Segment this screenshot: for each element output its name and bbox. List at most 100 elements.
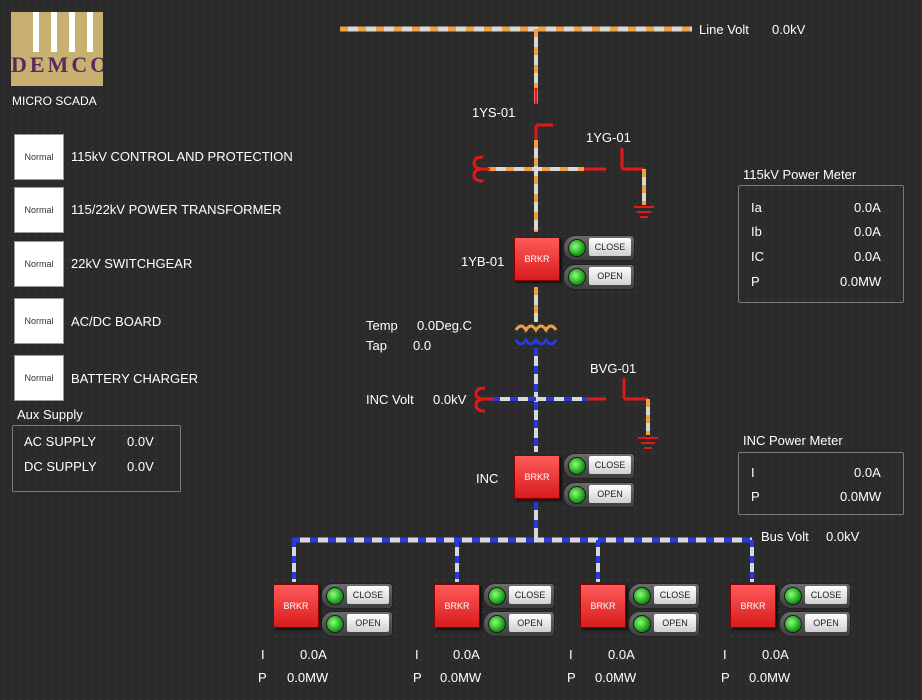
open-button[interactable]: OPEN bbox=[628, 611, 700, 637]
feeder-3-i-label: I bbox=[569, 647, 573, 662]
inc-volt-label: INC Volt bbox=[366, 392, 414, 407]
tap-label: Tap bbox=[366, 338, 387, 353]
switch-label-1ys-01: 1YS-01 bbox=[472, 105, 516, 120]
open-button-label[interactable]: OPEN bbox=[509, 614, 551, 632]
breaker-1yb-01[interactable]: BRKR bbox=[514, 237, 560, 281]
ic-label: IC bbox=[751, 249, 764, 264]
open-button[interactable]: OPEN bbox=[563, 264, 635, 290]
status-lamp-icon bbox=[633, 587, 651, 605]
ia-label: Ia bbox=[751, 200, 762, 215]
status-lamp-icon bbox=[784, 615, 802, 633]
status-indicator[interactable]: Normal bbox=[14, 187, 64, 233]
disconnect-1ys-01[interactable] bbox=[534, 88, 553, 140]
close-button-label[interactable]: CLOSE bbox=[509, 586, 551, 604]
ac-supply-value: 0.0V bbox=[127, 434, 154, 449]
meter-inc-panel: I 0.0A P 0.0MW bbox=[738, 452, 904, 515]
status-lamp-icon bbox=[568, 486, 586, 504]
power-transformer[interactable] bbox=[514, 324, 558, 346]
feeder-4-i-label: I bbox=[723, 647, 727, 662]
close-button-label[interactable]: CLOSE bbox=[805, 586, 847, 604]
breaker-feeder-2[interactable]: BRKR bbox=[434, 584, 480, 628]
status-indicator[interactable]: Normal bbox=[14, 241, 64, 287]
feeder-3-i-value: 0.0A bbox=[608, 647, 635, 662]
breaker-label-inc: INC bbox=[476, 471, 499, 486]
logo-text: DEMCO bbox=[11, 52, 103, 77]
status-lamp-icon bbox=[784, 587, 802, 605]
meter-115kv-panel: Ia 0.0A Ib 0.0A IC 0.0A P 0.0MW bbox=[738, 185, 904, 303]
open-button-label[interactable]: OPEN bbox=[805, 614, 847, 632]
switch-label-1yg-01: 1YG-01 bbox=[586, 130, 631, 145]
feeder-1-i-value: 0.0A bbox=[300, 647, 327, 662]
feeder-4-p-value: 0.0MW bbox=[749, 670, 791, 685]
close-button-label[interactable]: CLOSE bbox=[589, 238, 631, 256]
status-lamp-icon bbox=[326, 615, 344, 633]
breaker-feeder-4[interactable]: BRKR bbox=[730, 584, 776, 628]
close-button[interactable]: CLOSE bbox=[628, 583, 700, 609]
breaker-feeder-1[interactable]: BRKR bbox=[273, 584, 319, 628]
i-label: I bbox=[751, 465, 755, 480]
breaker-feeder-3[interactable]: BRKR bbox=[580, 584, 626, 628]
ground-switch-bvg-01[interactable] bbox=[622, 378, 658, 449]
temp-value: 0.0Deg.C bbox=[417, 318, 472, 333]
feeder-3-p-label: P bbox=[567, 670, 576, 685]
close-button-label[interactable]: CLOSE bbox=[589, 456, 631, 474]
open-button[interactable]: OPEN bbox=[483, 611, 555, 637]
open-button[interactable]: OPEN bbox=[563, 482, 635, 508]
line-volt-label: Line Volt bbox=[699, 22, 749, 37]
temp-label: Temp bbox=[366, 318, 398, 333]
dc-supply-label: DC SUPPLY bbox=[24, 459, 97, 474]
open-button[interactable]: OPEN bbox=[321, 611, 393, 637]
status-lamp-icon bbox=[568, 268, 586, 286]
ib-label: Ib bbox=[751, 224, 762, 239]
open-button-label[interactable]: OPEN bbox=[347, 614, 389, 632]
feeder-1-p-label: P bbox=[258, 670, 267, 685]
breaker-label-1yb-01: 1YB-01 bbox=[461, 254, 505, 269]
close-button[interactable]: CLOSE bbox=[563, 453, 635, 479]
feeder-drops bbox=[292, 540, 754, 582]
lv-arrester-branch bbox=[474, 386, 606, 413]
status-indicator[interactable]: Normal bbox=[14, 134, 64, 180]
bus-volt-value: 0.0kV bbox=[826, 529, 860, 544]
nav-label[interactable]: BATTERY CHARGER bbox=[71, 371, 199, 386]
close-button[interactable]: CLOSE bbox=[321, 583, 393, 609]
hv-arrester-branch bbox=[472, 155, 606, 183]
feeder-1-p-value: 0.0MW bbox=[287, 670, 329, 685]
feeder-1-i-label: I bbox=[261, 647, 265, 662]
status-lamp-icon bbox=[568, 239, 586, 257]
status-lamp-icon bbox=[326, 587, 344, 605]
open-button-label[interactable]: OPEN bbox=[589, 485, 631, 503]
open-button-label[interactable]: OPEN bbox=[589, 267, 631, 285]
status-lamp-icon bbox=[568, 457, 586, 475]
feeder-2-i-value: 0.0A bbox=[453, 647, 480, 662]
nav-label[interactable]: 115kV CONTROL AND PROTECTION bbox=[71, 149, 293, 164]
close-button[interactable]: CLOSE bbox=[483, 583, 555, 609]
nav-label[interactable]: AC/DC BOARD bbox=[71, 314, 162, 329]
switch-label-bvg-01: BVG-01 bbox=[590, 361, 637, 376]
i-value: 0.0A bbox=[854, 465, 881, 480]
inc-volt-value: 0.0kV bbox=[433, 392, 467, 407]
aux-supply-panel: AC SUPPLY 0.0V DC SUPPLY 0.0V bbox=[12, 425, 181, 492]
close-button[interactable]: CLOSE bbox=[779, 583, 851, 609]
feeder-2-p-value: 0.0MW bbox=[440, 670, 482, 685]
open-button-label[interactable]: OPEN bbox=[654, 614, 696, 632]
status-lamp-icon bbox=[633, 615, 651, 633]
ground-switch-1yg-01[interactable] bbox=[620, 148, 654, 218]
nav-label[interactable]: 22kV SWITCHGEAR bbox=[71, 256, 193, 271]
status-lamp-icon bbox=[488, 587, 506, 605]
feeder-4-p-label: P bbox=[721, 670, 730, 685]
p-label: P bbox=[751, 489, 760, 504]
breaker-inc[interactable]: BRKR bbox=[514, 455, 560, 499]
feeder-3-p-value: 0.0MW bbox=[595, 670, 637, 685]
dc-supply-value: 0.0V bbox=[127, 459, 154, 474]
close-button-label[interactable]: CLOSE bbox=[654, 586, 696, 604]
close-button[interactable]: CLOSE bbox=[563, 235, 635, 261]
status-indicator[interactable]: Normal bbox=[14, 355, 64, 401]
nav-label[interactable]: 115/22kV POWER TRANSFORMER bbox=[71, 202, 282, 217]
ic-value: 0.0A bbox=[854, 249, 881, 264]
close-button-label[interactable]: CLOSE bbox=[347, 586, 389, 604]
status-indicator[interactable]: Normal bbox=[14, 298, 64, 344]
bus-volt-label: Bus Volt bbox=[761, 529, 809, 544]
app-title: MICRO SCADA bbox=[12, 94, 97, 108]
open-button[interactable]: OPEN bbox=[779, 611, 851, 637]
